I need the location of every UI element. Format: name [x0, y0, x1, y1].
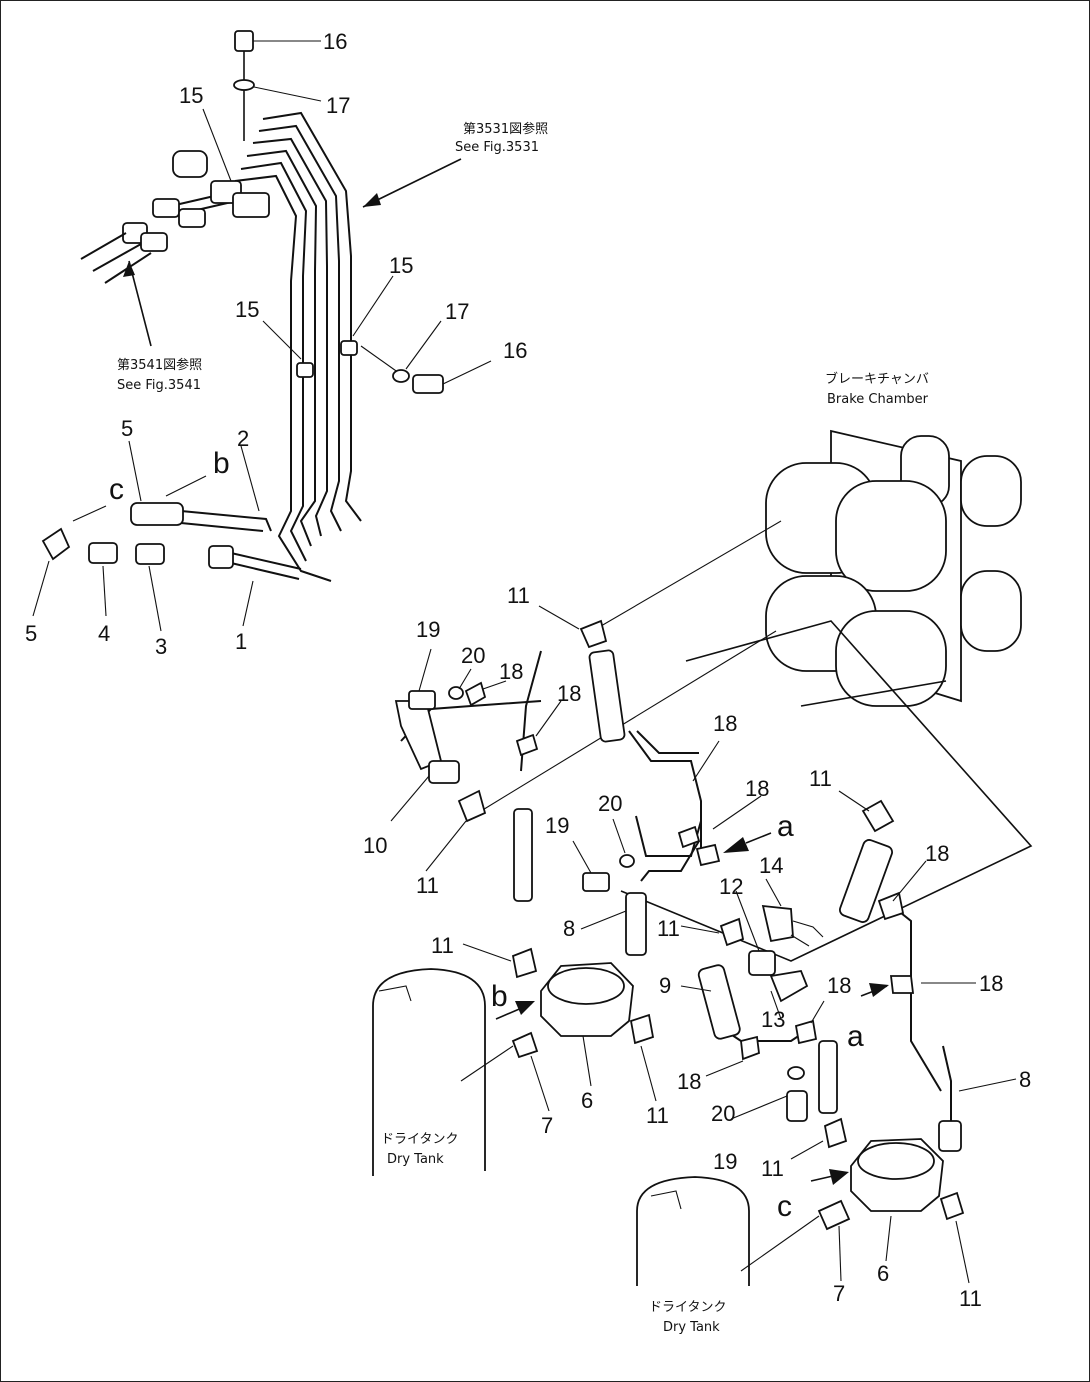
callout-14: 14: [759, 853, 783, 878]
callout-13: 13: [761, 1007, 785, 1032]
ref-fig3541-en: See Fig.3541: [117, 378, 201, 393]
bolt-16-top: [233, 30, 322, 141]
callout-6: 6: [877, 1261, 889, 1286]
callout-18: 18: [827, 973, 851, 998]
callout-4: 4: [98, 621, 110, 646]
callout-12: 12: [719, 874, 743, 899]
callout-11: 11: [959, 1286, 982, 1311]
pipe-bundle: [170, 111, 362, 582]
callout-11: 11: [809, 766, 832, 791]
clamp-bolts-15: [202, 108, 492, 394]
upper-fittings: [80, 150, 270, 284]
letter-markers: c b a b a c: [109, 447, 864, 1223]
lower-left-fittings: [32, 440, 302, 632]
callout-6: 6: [581, 1088, 593, 1113]
callout-11: 11: [507, 583, 530, 608]
callout-15: 15: [235, 297, 259, 322]
ref-arrows: [123, 158, 462, 347]
letter-c: c: [777, 1190, 792, 1223]
hoses: [394, 520, 962, 1152]
brake-chambers: [620, 429, 1033, 962]
dry-tank-jp: ドライタンク: [381, 1132, 458, 1147]
callout-17: 17: [326, 93, 350, 118]
callout-18: 18: [499, 659, 523, 684]
letter-c: c: [109, 473, 124, 506]
callout-18: 18: [557, 681, 581, 706]
callout-18: 18: [713, 711, 737, 736]
letter-a: a: [847, 1020, 864, 1053]
brake-chamber-jp: ブレーキチャンバ: [825, 371, 929, 387]
callout-3: 3: [155, 634, 167, 659]
callout-11: 11: [761, 1156, 784, 1181]
callout-numbers: 16 17 15 15 15 17 16 5 2 5 4 3 1 11 19 2…: [25, 29, 1031, 1311]
callout-19: 19: [713, 1149, 737, 1174]
ref-fig3531-en: See Fig.3531: [455, 140, 539, 155]
callout-8: 8: [563, 916, 575, 941]
ref-fig3531-jp: 第3531図参照: [463, 121, 548, 137]
callout-15: 15: [389, 253, 413, 278]
callout-18: 18: [979, 971, 1003, 996]
small-fittings: [408, 681, 965, 1231]
relay-valves: [540, 962, 944, 1212]
callout-18: 18: [745, 776, 769, 801]
callout-20: 20: [711, 1101, 735, 1126]
callout-10: 10: [363, 833, 387, 858]
callout-7: 7: [541, 1113, 553, 1138]
callout-17: 17: [445, 299, 469, 324]
callout-11: 11: [416, 873, 439, 898]
callout-18: 18: [925, 841, 949, 866]
dry-tank-jp: ドライタンク: [649, 1300, 726, 1315]
callout-9: 9: [659, 973, 671, 998]
dry-tank-en: Dry Tank: [387, 1152, 444, 1167]
callout-7: 7: [833, 1281, 845, 1306]
letter-b: b: [213, 447, 230, 480]
ref-fig3541-jp: 第3541図参照: [117, 357, 202, 373]
callout-11: 11: [646, 1103, 669, 1128]
dry-tank-en: Dry Tank: [663, 1320, 720, 1335]
callout-20: 20: [598, 791, 622, 816]
letter-a: a: [777, 810, 794, 843]
brake-chamber-en: Brake Chamber: [827, 392, 929, 407]
callout-18: 18: [677, 1069, 701, 1094]
callout-20: 20: [461, 643, 485, 668]
callout-11: 11: [657, 916, 680, 941]
callout-8: 8: [1019, 1067, 1031, 1092]
callout-5: 5: [121, 416, 133, 441]
letter-b: b: [491, 980, 508, 1013]
callout-16: 16: [503, 338, 527, 363]
callout-15: 15: [179, 83, 203, 108]
callout-19: 19: [416, 617, 440, 642]
reference-labels: 第3531図参照 See Fig.3531 第3541図参照 See Fig.3…: [117, 121, 929, 1335]
callout-2: 2: [237, 426, 249, 451]
letter-arrows: [495, 832, 889, 1185]
callout-19: 19: [545, 813, 569, 838]
callout-1: 1: [235, 629, 247, 654]
callout-16: 16: [323, 29, 347, 54]
callout-11: 11: [431, 933, 454, 958]
callout-5: 5: [25, 621, 37, 646]
leader-lines: [390, 605, 1017, 1284]
dry-tanks: [372, 968, 750, 1286]
